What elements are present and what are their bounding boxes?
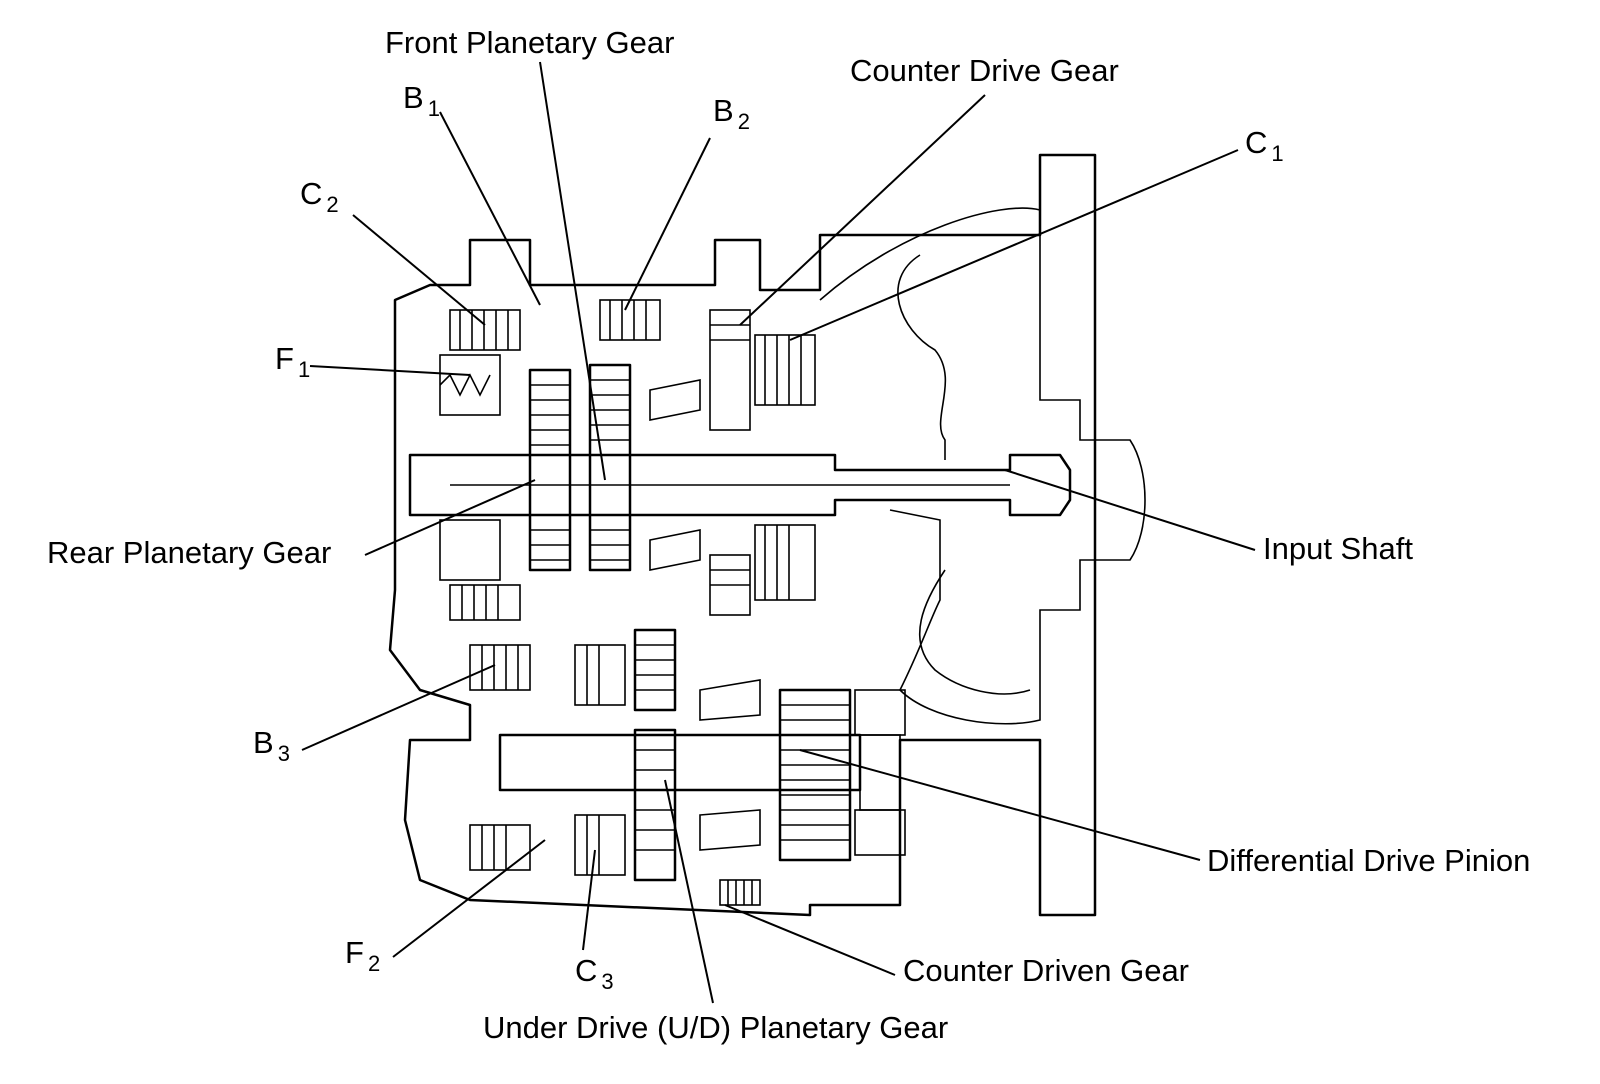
- leader-f1: [309, 365, 471, 376]
- ud-gear-teeth: [635, 644, 675, 851]
- label-differential-drive-pinion: Differential Drive Pinion: [1207, 843, 1531, 878]
- ud-planetary-gear-lower: [633, 728, 677, 882]
- leader-b2: [624, 137, 711, 311]
- leader-c3: [582, 849, 596, 951]
- planetary-gear-teeth: [530, 379, 630, 561]
- label-input-shaft: Input Shaft: [1263, 531, 1413, 566]
- leader-counter-driven-gear: [724, 904, 896, 976]
- ud-planetary-gear-upper: [633, 628, 677, 712]
- leader-b3: [301, 664, 496, 751]
- label-rear-planetary-gear: Rear Planetary Gear: [47, 535, 332, 570]
- counter-drive-gear-body: [649, 309, 751, 616]
- leader-front-planetary-gear: [539, 61, 606, 481]
- label-under-drive-planetary-gear: Under Drive (U/D) Planetary Gear: [483, 1010, 949, 1045]
- leader-f2: [392, 839, 546, 958]
- leader-rear-planetary-gear: [364, 479, 536, 556]
- leader-differential-drive-pinion: [799, 749, 1201, 861]
- leader-c2: [352, 214, 486, 326]
- input-shaft: [408, 453, 1072, 517]
- countershaft: [498, 733, 862, 792]
- upper-clutch-packs: [439, 299, 816, 621]
- differential-drive-pinion-body: [778, 688, 852, 862]
- leader-b1: [439, 111, 541, 306]
- converter-inner-contour: [897, 254, 947, 460]
- leader-counter-drive-gear: [739, 94, 986, 326]
- label-front-planetary-gear: Front Planetary Gear: [385, 25, 675, 60]
- leader-ud-planetary-gear: [664, 779, 714, 1004]
- leader-lines: [301, 61, 1256, 1004]
- transmission-case-outline: [388, 153, 1097, 917]
- leader-input-shaft: [1004, 469, 1256, 551]
- front-planetary-gear-body: [588, 363, 632, 572]
- converter-housing: [819, 207, 1146, 725]
- label-counter-drive-gear: Counter Drive Gear: [850, 53, 1119, 88]
- rear-planetary-gear-body: [528, 368, 572, 572]
- pinion-teeth: [780, 689, 906, 856]
- leader-c1: [789, 149, 1239, 341]
- label-counter-driven-gear: Counter Driven Gear: [903, 953, 1190, 988]
- lower-clutch-packs: [469, 644, 761, 906]
